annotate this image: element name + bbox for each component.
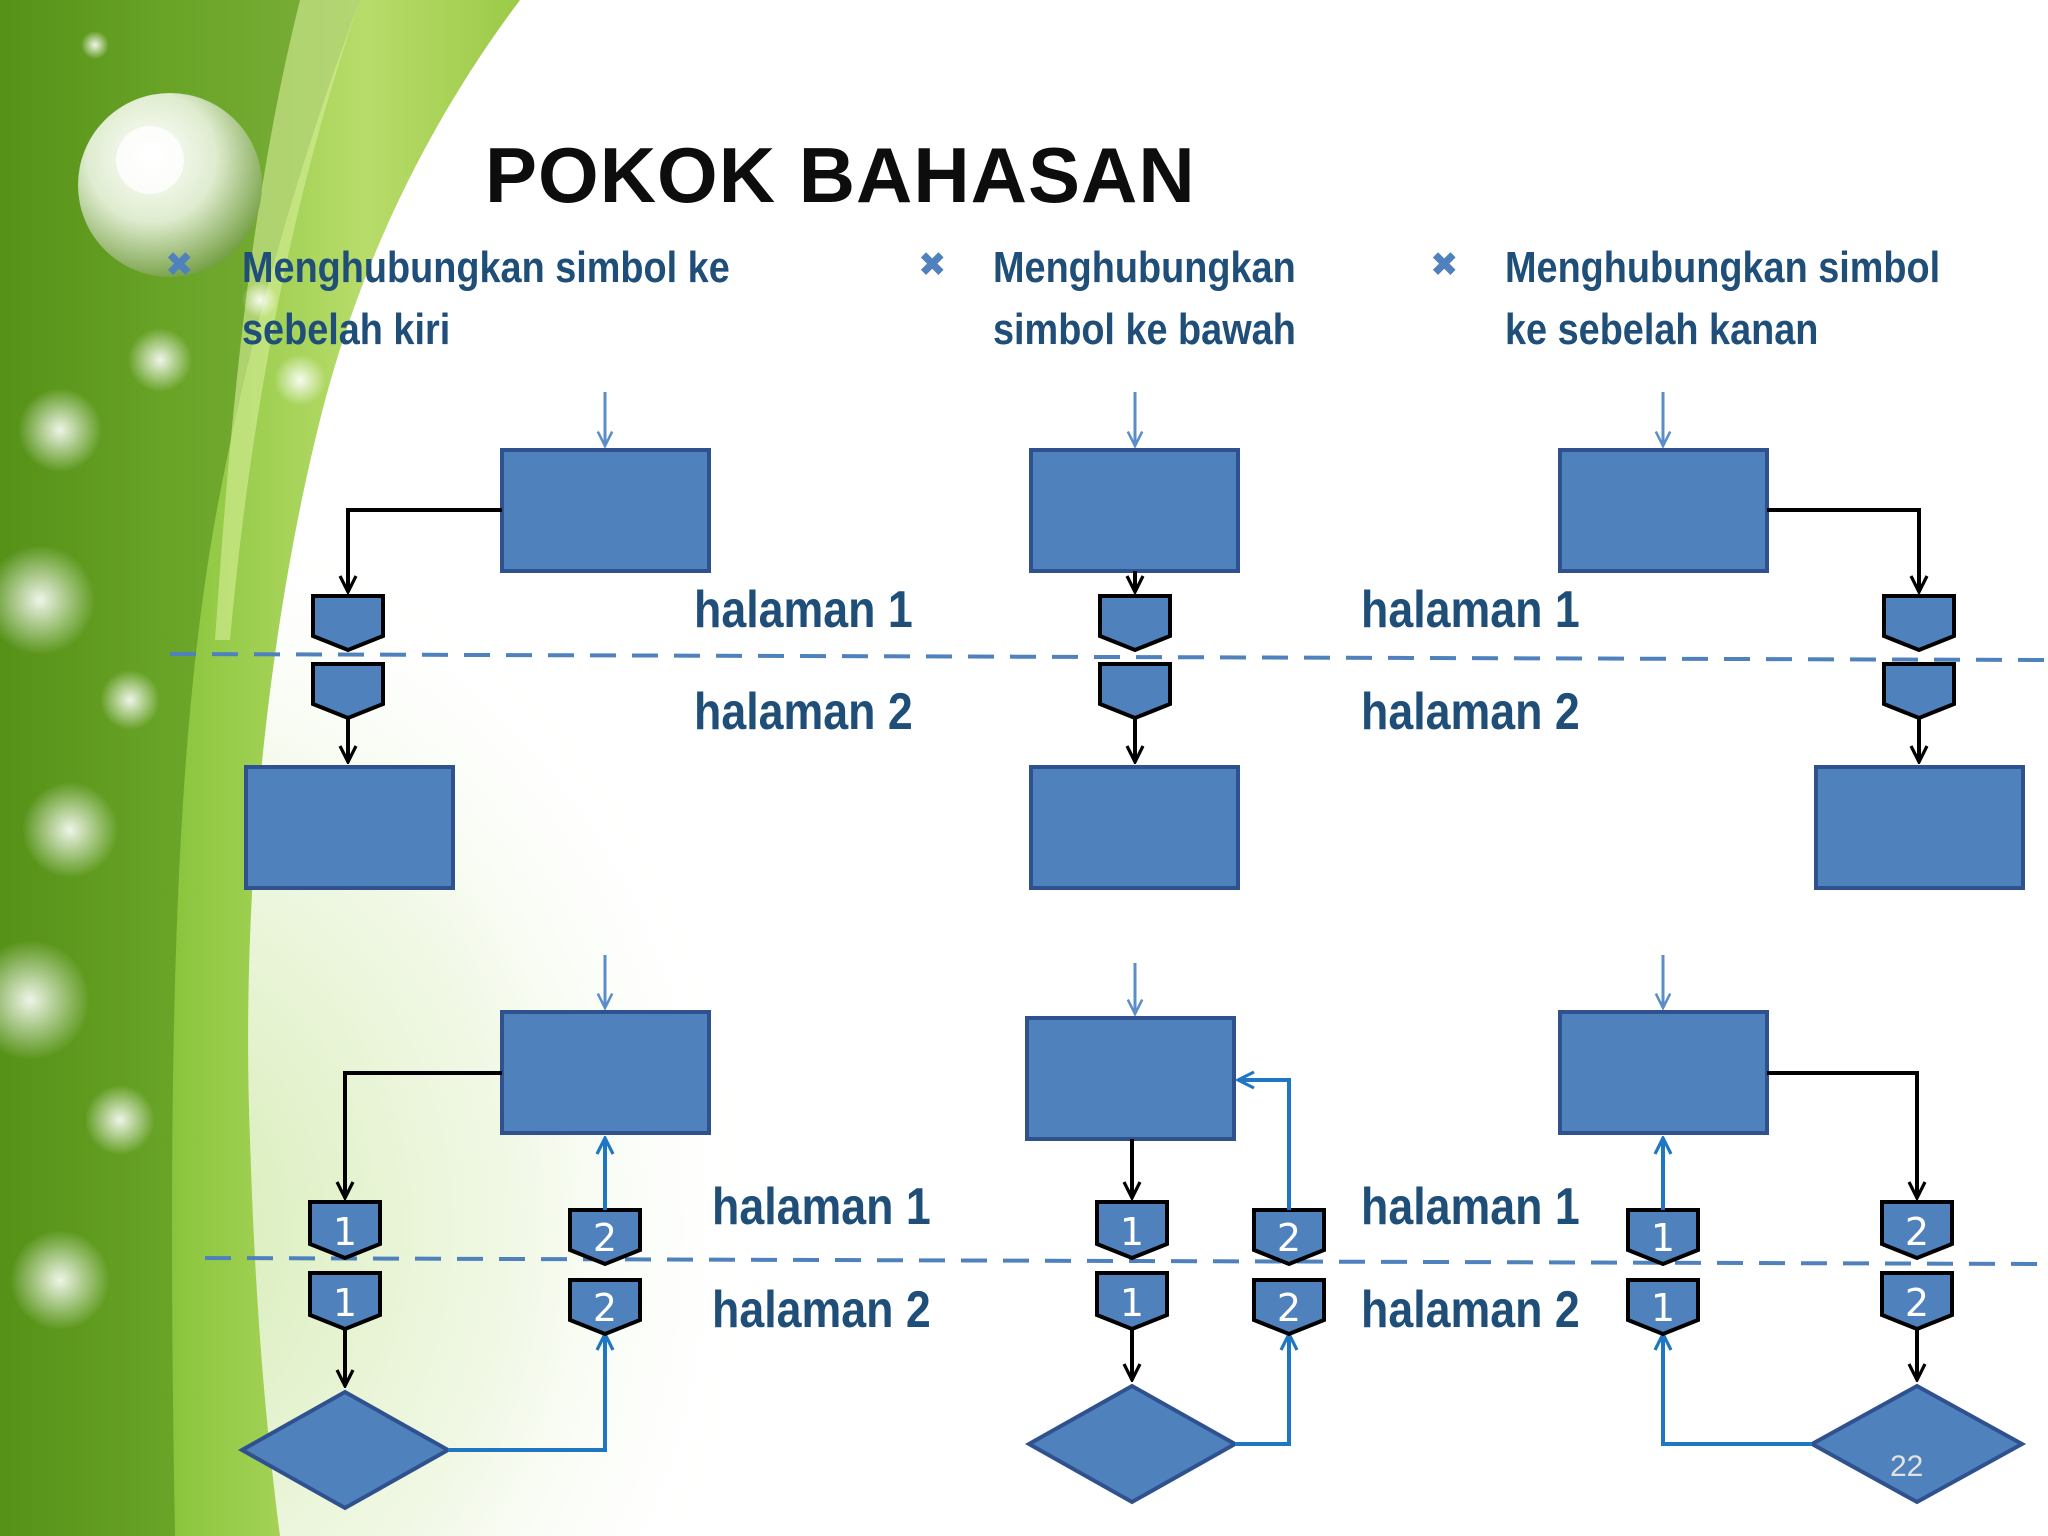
connector-label: 2 — [1905, 1281, 1929, 1325]
offpage-connector — [1880, 1200, 1954, 1261]
connector-label: 1 — [333, 1281, 357, 1325]
x-bullet-icon: ✖ — [1430, 245, 1459, 285]
process-box — [1025, 1016, 1236, 1141]
decision-diamond — [237, 1389, 453, 1511]
connector-label: 1 — [333, 1210, 357, 1254]
process-box — [1029, 448, 1240, 573]
connector-label: 1 — [1651, 1216, 1675, 1260]
offpage-connector — [1095, 1271, 1169, 1332]
offpage-connector — [1252, 1278, 1326, 1337]
bullet-left-line-1: Menghubungkan simbol ke — [242, 243, 730, 292]
offpage-connector — [1252, 1208, 1326, 1267]
offpage-connector — [311, 594, 385, 653]
label-halaman-1: halaman 1 — [1361, 1178, 1580, 1236]
connector-label: 2 — [1905, 1210, 1929, 1254]
offpage-connector — [1880, 1271, 1954, 1332]
process-box — [500, 1010, 711, 1135]
connector-label: 2 — [593, 1286, 617, 1330]
x-bullet-icon: ✖ — [918, 245, 947, 285]
process-box — [1814, 765, 2025, 890]
offpage-connector — [308, 1271, 382, 1332]
offpage-connector — [1626, 1208, 1700, 1267]
connector-label: 1 — [1651, 1286, 1675, 1330]
offpage-connector — [311, 662, 385, 721]
decision-diamond — [1807, 1383, 2027, 1505]
offpage-connector — [568, 1208, 642, 1267]
offpage-connector — [1882, 594, 1956, 653]
x-bullet-icon: ✖ — [165, 245, 194, 285]
slide-page-number: 22 — [1890, 1450, 1924, 1483]
flow-line-return — [1235, 1334, 1289, 1446]
bullet-right-line-2: ke sebelah kanan — [1505, 305, 1819, 354]
connector-label: 2 — [593, 1216, 617, 1260]
label-halaman-1: halaman 1 — [694, 581, 913, 639]
bullet-right: Menghubungkan simbol ke sebelah kanan — [1505, 237, 1940, 361]
flow-line — [348, 508, 502, 592]
label-halaman-2: halaman 2 — [1361, 1281, 1580, 1339]
page-divider-bottom — [204, 1256, 2048, 1266]
label-halaman-1: halaman 1 — [712, 1178, 931, 1236]
process-box — [244, 765, 455, 890]
process-box — [1558, 448, 1769, 573]
page-divider-top — [169, 652, 2048, 662]
process-box — [1558, 1010, 1769, 1135]
label-halaman-2: halaman 2 — [712, 1281, 931, 1339]
bullet-left-line-2: sebelah kiri — [242, 305, 451, 354]
bullet-right-line-1: Menghubungkan simbol — [1505, 243, 1941, 292]
slide-title: POKOK BAHASAN — [485, 131, 1196, 219]
connector-label: 1 — [1120, 1281, 1144, 1325]
bullet-middle-line-1: Menghubungkan — [993, 243, 1296, 292]
bullet-left: Menghubungkan simbol ke sebelah kiri — [242, 237, 730, 361]
connector-label: 2 — [1277, 1286, 1301, 1330]
offpage-connector — [1095, 1200, 1169, 1261]
connector-label: 1 — [1120, 1210, 1144, 1254]
flow-line — [1767, 1071, 1917, 1198]
process-box — [1029, 765, 1240, 890]
flow-line-return — [1663, 1334, 1812, 1446]
label-halaman-2: halaman 2 — [694, 683, 913, 741]
offpage-connector — [1882, 662, 1956, 721]
offpage-connector — [1098, 594, 1172, 653]
bullet-middle: Menghubungkan simbol ke bawah — [993, 237, 1296, 361]
process-box — [500, 448, 711, 573]
offpage-connector — [568, 1278, 642, 1337]
connector-label: 2 — [1277, 1216, 1301, 1260]
flow-line — [345, 1071, 502, 1198]
flow-line-return — [448, 1334, 605, 1452]
flow-line-return — [1238, 1080, 1291, 1210]
offpage-connector — [1098, 662, 1172, 721]
label-halaman-2: halaman 2 — [1361, 683, 1580, 741]
label-halaman-1: halaman 1 — [1361, 581, 1580, 639]
offpage-connector — [1626, 1278, 1700, 1337]
flow-line — [1767, 508, 1919, 592]
bullet-middle-line-2: simbol ke bawah — [993, 305, 1296, 354]
offpage-connector — [308, 1200, 382, 1261]
decision-diamond — [1024, 1383, 1240, 1505]
